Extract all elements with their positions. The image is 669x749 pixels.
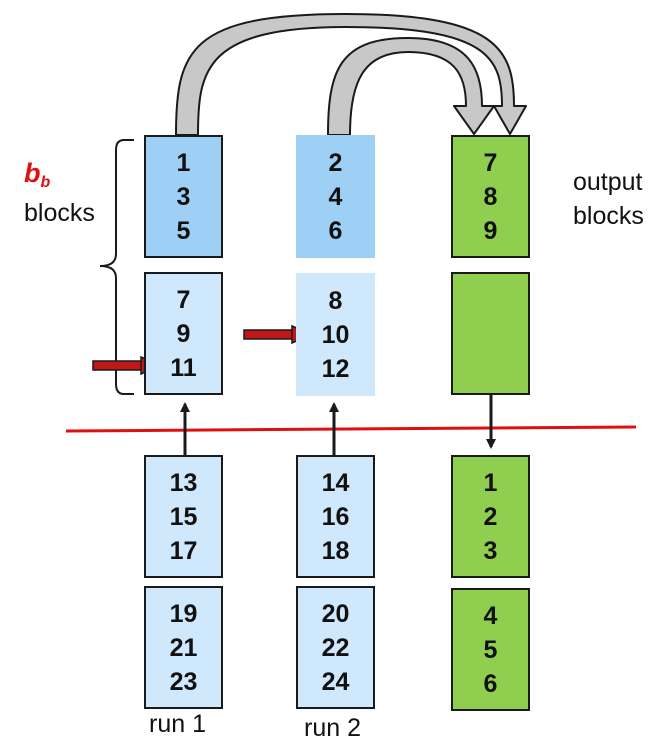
block-value: 3: [483, 536, 498, 565]
block-value: 9: [176, 319, 191, 348]
run1-disk-block-2: 19 21 23: [144, 586, 223, 709]
run2-disk-block-2: 20 22 24: [296, 586, 375, 709]
output-label-line1: output: [573, 168, 643, 196]
block-value: 6: [483, 669, 498, 698]
run2-label: run 2: [304, 714, 361, 742]
block-value: 22: [321, 633, 350, 662]
block-value: 10: [321, 320, 350, 349]
block-value: 7: [483, 148, 498, 177]
output-memory-block-empty: [451, 272, 530, 395]
block-value: 15: [169, 502, 198, 531]
block-value: 6: [328, 216, 343, 245]
block-value: 5: [176, 216, 191, 245]
block-value: 24: [321, 667, 350, 696]
block-value: 1: [176, 148, 191, 177]
block-value: 5: [483, 635, 498, 664]
block-value: 8: [328, 286, 343, 315]
transfer-arrow-run1-to-output: [175, 13, 527, 136]
block-value: 1: [483, 468, 498, 497]
bb-brace: [99, 139, 134, 395]
output-disk-block-1: 1 2 3: [451, 455, 530, 578]
block-value: 16: [321, 502, 350, 531]
block-value: 14: [321, 468, 350, 497]
block-value: 9: [483, 216, 498, 245]
block-value: 12: [321, 354, 350, 383]
block-value: 3: [176, 182, 191, 211]
run2-memory-block-bottom: 8 10 12: [296, 273, 375, 396]
run1-disk-block-1: 13 15 17: [144, 455, 223, 578]
run1-memory-block-top: 1 3 5: [144, 135, 223, 258]
block-value: 20: [321, 599, 350, 628]
run2-memory-block-top: 2 4 6: [296, 135, 375, 258]
block-value: 4: [483, 601, 498, 630]
run2-disk-block-1: 14 16 18: [296, 455, 375, 578]
memory-disk-separator: [65, 425, 637, 433]
output-memory-block-top: 7 8 9: [451, 135, 530, 258]
block-value: 17: [169, 536, 198, 565]
block-value: 19: [169, 599, 198, 628]
output-label-line2: blocks: [573, 202, 644, 230]
output-disk-block-2: 4 5 6: [451, 588, 530, 711]
block-value: 11: [170, 353, 197, 382]
run1-memory-block-bottom: 7 9 11: [144, 272, 223, 395]
block-value: 23: [169, 667, 198, 696]
block-value: 8: [483, 182, 498, 211]
block-value: 2: [483, 502, 498, 531]
block-value: 13: [169, 468, 198, 497]
run1-label: run 1: [149, 710, 206, 738]
block-value: 18: [321, 536, 350, 565]
bb-label: bb: [24, 158, 51, 191]
block-value: 2: [328, 148, 343, 177]
block-value: 4: [328, 182, 343, 211]
blocks-label: blocks: [24, 199, 95, 227]
transfer-arrow-run2-to-output: [327, 37, 495, 136]
block-value: 7: [176, 285, 191, 314]
block-value: 21: [169, 633, 198, 662]
